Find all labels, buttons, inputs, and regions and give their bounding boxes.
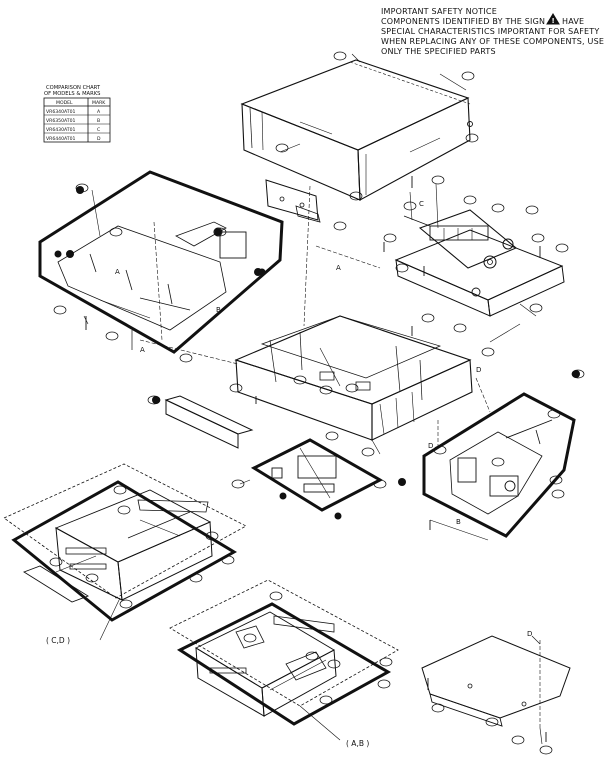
label-a: A bbox=[140, 346, 145, 354]
comparison-chart-header-model: MODEL bbox=[56, 100, 73, 106]
label-b: B bbox=[456, 518, 461, 526]
sub-pcb-panel-center bbox=[250, 438, 384, 520]
comparison-chart-model: VR6440AT01 bbox=[46, 136, 76, 142]
comparison-chart: COMPARISON CHART OF MODELS & MARKS MODEL… bbox=[43, 85, 111, 143]
comparison-chart-mark: D bbox=[97, 136, 101, 142]
comparison-chart-model: VR6350AT01 bbox=[46, 118, 76, 124]
screw-icons bbox=[85, 121, 547, 742]
mounting-bracket bbox=[265, 179, 321, 223]
group-label-ab: ( A,B ) bbox=[346, 739, 369, 748]
label-c: C bbox=[419, 200, 424, 208]
comparison-chart-header-mark: MARK bbox=[92, 100, 106, 106]
part-callouts bbox=[49, 51, 585, 755]
main-pcb-panel bbox=[38, 170, 284, 354]
label-b: B bbox=[216, 306, 221, 314]
front-panel-group-cd bbox=[3, 463, 247, 622]
comparison-chart-mark: A bbox=[97, 109, 101, 115]
warning-triangle-icon: ! bbox=[546, 13, 560, 25]
comparison-chart-model: VR6430AT01 bbox=[46, 127, 76, 133]
comparison-chart-mark: C bbox=[97, 127, 100, 133]
group-labels: ( C,D ) ( A,B ) bbox=[46, 636, 369, 748]
shield-plate bbox=[164, 395, 254, 449]
safety-notice-line-5: ONLY THE SPECIFIED PARTS bbox=[381, 47, 496, 56]
front-panel-group-ab bbox=[169, 579, 399, 726]
label-d: D bbox=[428, 442, 433, 450]
reference-letters: A A A B B C D D D bbox=[115, 200, 532, 638]
safety-notice: IMPORTANT SAFETY NOTICE COMPONENTS IDENT… bbox=[381, 7, 604, 56]
leader-lines bbox=[83, 53, 543, 745]
top-cabinet-cover bbox=[240, 59, 471, 201]
safety-notice-line-1: IMPORTANT SAFETY NOTICE bbox=[381, 7, 497, 16]
label-d: D bbox=[527, 630, 532, 638]
filled-callouts bbox=[54, 186, 580, 486]
main-chassis bbox=[234, 315, 473, 441]
comparison-chart-mark: B bbox=[97, 118, 100, 124]
safety-notice-line-2: COMPONENTS IDENTIFIED BY THE SIGN bbox=[381, 17, 545, 26]
safety-notice-line-3: SPECIAL CHARACTERISTICS IMPORTANT FOR SA… bbox=[381, 27, 599, 36]
label-a: A bbox=[336, 264, 341, 272]
comparison-chart-title-1: COMPARISON CHART bbox=[46, 85, 101, 91]
safety-notice-line-4: WHEN REPLACING ANY OF THESE COMPONENTS, … bbox=[381, 37, 604, 46]
comparison-chart-model: VR6340AT01 bbox=[46, 109, 76, 115]
label-d: D bbox=[476, 366, 481, 374]
bottom-plate bbox=[421, 635, 571, 728]
safety-notice-have: HAVE bbox=[562, 17, 584, 26]
label-a: A bbox=[115, 268, 120, 276]
svg-text:!: ! bbox=[552, 17, 555, 25]
group-label-cd: ( C,D ) bbox=[46, 636, 70, 645]
comparison-chart-title-2: OF MODELS & MARKS bbox=[44, 91, 100, 97]
sub-pcb-panel-right bbox=[422, 392, 576, 538]
